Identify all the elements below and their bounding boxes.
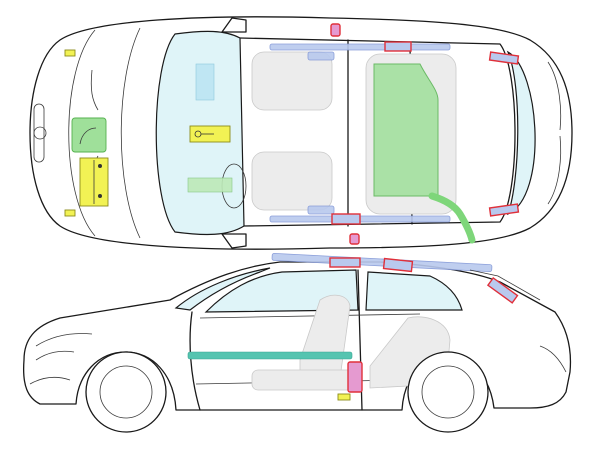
mirror-left xyxy=(221,17,247,33)
front-door-leading-edge xyxy=(189,311,201,411)
b-pillar-sensor-top xyxy=(330,23,341,37)
top-hood-curve xyxy=(68,29,96,237)
b-pillar-pretensioner xyxy=(347,361,363,393)
battery-module xyxy=(373,63,439,197)
front-grille xyxy=(33,103,45,163)
engine-control-module xyxy=(71,117,107,153)
bumper-line xyxy=(35,350,75,361)
rear-light-left xyxy=(547,61,562,131)
rear-spoiler xyxy=(469,269,541,301)
front-seat-right xyxy=(251,151,333,211)
steering-column xyxy=(187,177,233,193)
rear-rim xyxy=(421,365,475,419)
top-body-outline xyxy=(29,16,573,250)
side-airbag-right xyxy=(307,205,335,215)
front-lower-grille xyxy=(29,376,71,385)
front-seat-left xyxy=(251,51,333,111)
top-view xyxy=(29,16,573,250)
side-inflator-rear xyxy=(486,276,519,304)
side-floor-console xyxy=(251,369,363,391)
rear-tire xyxy=(407,351,489,433)
headlight xyxy=(35,333,93,347)
rear-pretensioner-left xyxy=(488,51,520,65)
rear-pretensioner-right xyxy=(488,203,520,217)
mirror-right xyxy=(221,233,247,249)
front-sensor-right xyxy=(64,209,76,217)
side-inflator-a xyxy=(329,257,361,268)
front-emblem xyxy=(33,126,47,140)
front-sensor-left xyxy=(64,49,76,57)
side-impact-beam xyxy=(187,351,353,360)
side-airbag-left xyxy=(307,51,335,61)
inflator-top-right xyxy=(331,213,361,225)
belt-line xyxy=(199,313,421,319)
top-roof-outline xyxy=(239,37,516,227)
side-rear-window xyxy=(365,271,463,311)
top-rear-window xyxy=(506,50,536,216)
dash-module xyxy=(195,63,215,101)
curtain-airbag-left xyxy=(269,43,451,51)
side-curtain-airbag xyxy=(271,252,493,273)
front-tire xyxy=(85,351,167,433)
rear-light-right xyxy=(547,135,562,205)
side-sensor xyxy=(337,393,351,401)
inflator-top-left xyxy=(384,41,412,52)
top-hood-inner xyxy=(120,27,141,239)
hood-vent-left xyxy=(90,69,99,111)
hv-cable xyxy=(428,192,476,244)
battery-12v-terminal-b xyxy=(98,194,102,198)
ecm-symbol xyxy=(79,127,97,145)
side-inflator-b xyxy=(382,257,414,273)
tail-light xyxy=(539,345,567,373)
b-pillar-sensor-bottom xyxy=(349,233,360,245)
side-windshield xyxy=(174,267,271,311)
battery-12v-terminal-a xyxy=(98,164,102,168)
side-view xyxy=(22,252,572,433)
front-rim xyxy=(99,365,153,419)
